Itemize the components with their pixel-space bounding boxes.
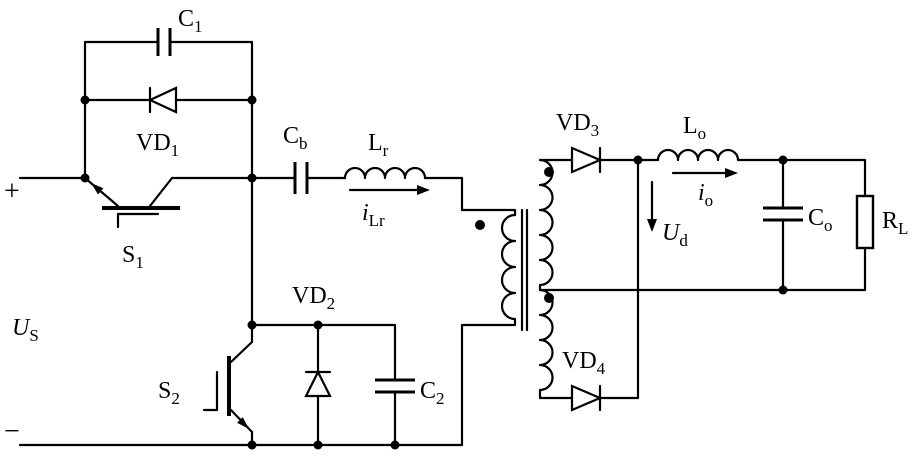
diode-vd3: [570, 146, 603, 174]
capacitor-cb: [293, 162, 309, 194]
polarity-dot-secondary-upper: [544, 167, 554, 177]
transformer-secondary-lower: [538, 288, 554, 392]
diode-vd2: [304, 369, 332, 398]
capacitor-co: [763, 206, 803, 222]
label-co: Co: [808, 205, 833, 235]
transformer: [500, 158, 554, 392]
wire-return-rail: [538, 246, 867, 292]
resistor-rl: [855, 194, 875, 250]
labels: + − C1 VD1 S1 Cb Lr iLr VD3 Lo io Ud Co …: [4, 6, 908, 447]
junction-dot: [313, 440, 323, 450]
s1-emitter-arrow: [91, 183, 104, 195]
wire-mid-node: [250, 323, 397, 382]
junction-dot: [778, 155, 788, 165]
wire-c1-left: [83, 40, 160, 180]
capacitor-c1: [156, 28, 172, 56]
junction-dot: [247, 95, 257, 105]
voltage-arrow-ud: [647, 180, 657, 232]
polarity-dot-primary: [475, 220, 485, 230]
junction-dot: [247, 440, 257, 450]
wire-primary-bottom: [460, 317, 517, 447]
label-plus: +: [4, 176, 20, 207]
transistor-s2: [202, 340, 254, 434]
s2-emitter-arrow: [237, 417, 249, 429]
label-ud: Ud: [662, 220, 688, 250]
junction-dot: [390, 440, 400, 450]
s2-gate: [202, 370, 219, 412]
label-lo: Lo: [683, 113, 706, 143]
label-c2: C2: [420, 378, 445, 408]
junction-dot: [313, 320, 323, 330]
label-s2: S2: [158, 378, 180, 408]
label-vd1: VD1: [136, 130, 179, 160]
wire-secondary-bottom: [538, 388, 574, 400]
label-vd4: VD4: [562, 348, 606, 378]
junction-dot: [778, 285, 788, 295]
s1-gate: [116, 212, 160, 229]
capacitor-c2: [375, 378, 415, 394]
label-s1: S1: [122, 242, 144, 272]
transformer-primary: [500, 213, 517, 321]
label-us: US: [12, 315, 39, 345]
s1-emitter: [83, 176, 120, 208]
transformer-secondary-upper: [538, 158, 554, 292]
inductor-lr: [343, 166, 427, 180]
junction-dots: [80, 95, 788, 450]
diode-vd4: [570, 384, 603, 412]
wire-c1-right: [168, 40, 254, 344]
label-ilr: iLr: [362, 200, 385, 230]
polarity-dot-secondary-lower: [544, 293, 554, 303]
wire-vd4-to-node: [598, 158, 640, 400]
wire-lo-output: [736, 158, 867, 198]
junction-dot: [80, 95, 90, 105]
diode-vd1: [147, 86, 178, 114]
transistor-s1: [83, 176, 180, 229]
junction-dot: [247, 320, 257, 330]
inductor-lo: [656, 148, 740, 162]
wire-lr-to-primary: [423, 176, 517, 217]
current-arrow-io: [671, 168, 738, 178]
label-vd2: VD2: [292, 283, 335, 313]
label-lr: Lr: [368, 130, 389, 160]
label-c1: C1: [178, 6, 203, 36]
junction-dot: [80, 173, 90, 183]
junction-dot: [247, 173, 257, 183]
label-rl: RL: [882, 208, 908, 238]
s2-collector: [229, 340, 254, 364]
label-vd3: VD3: [556, 110, 599, 140]
wires: [18, 40, 867, 447]
s1-collector: [148, 176, 174, 208]
junction-dot: [633, 155, 643, 165]
label-cb: Cb: [283, 123, 308, 153]
label-minus: −: [4, 416, 20, 447]
current-arrow-ilr: [348, 185, 430, 195]
label-io: io: [698, 180, 713, 210]
